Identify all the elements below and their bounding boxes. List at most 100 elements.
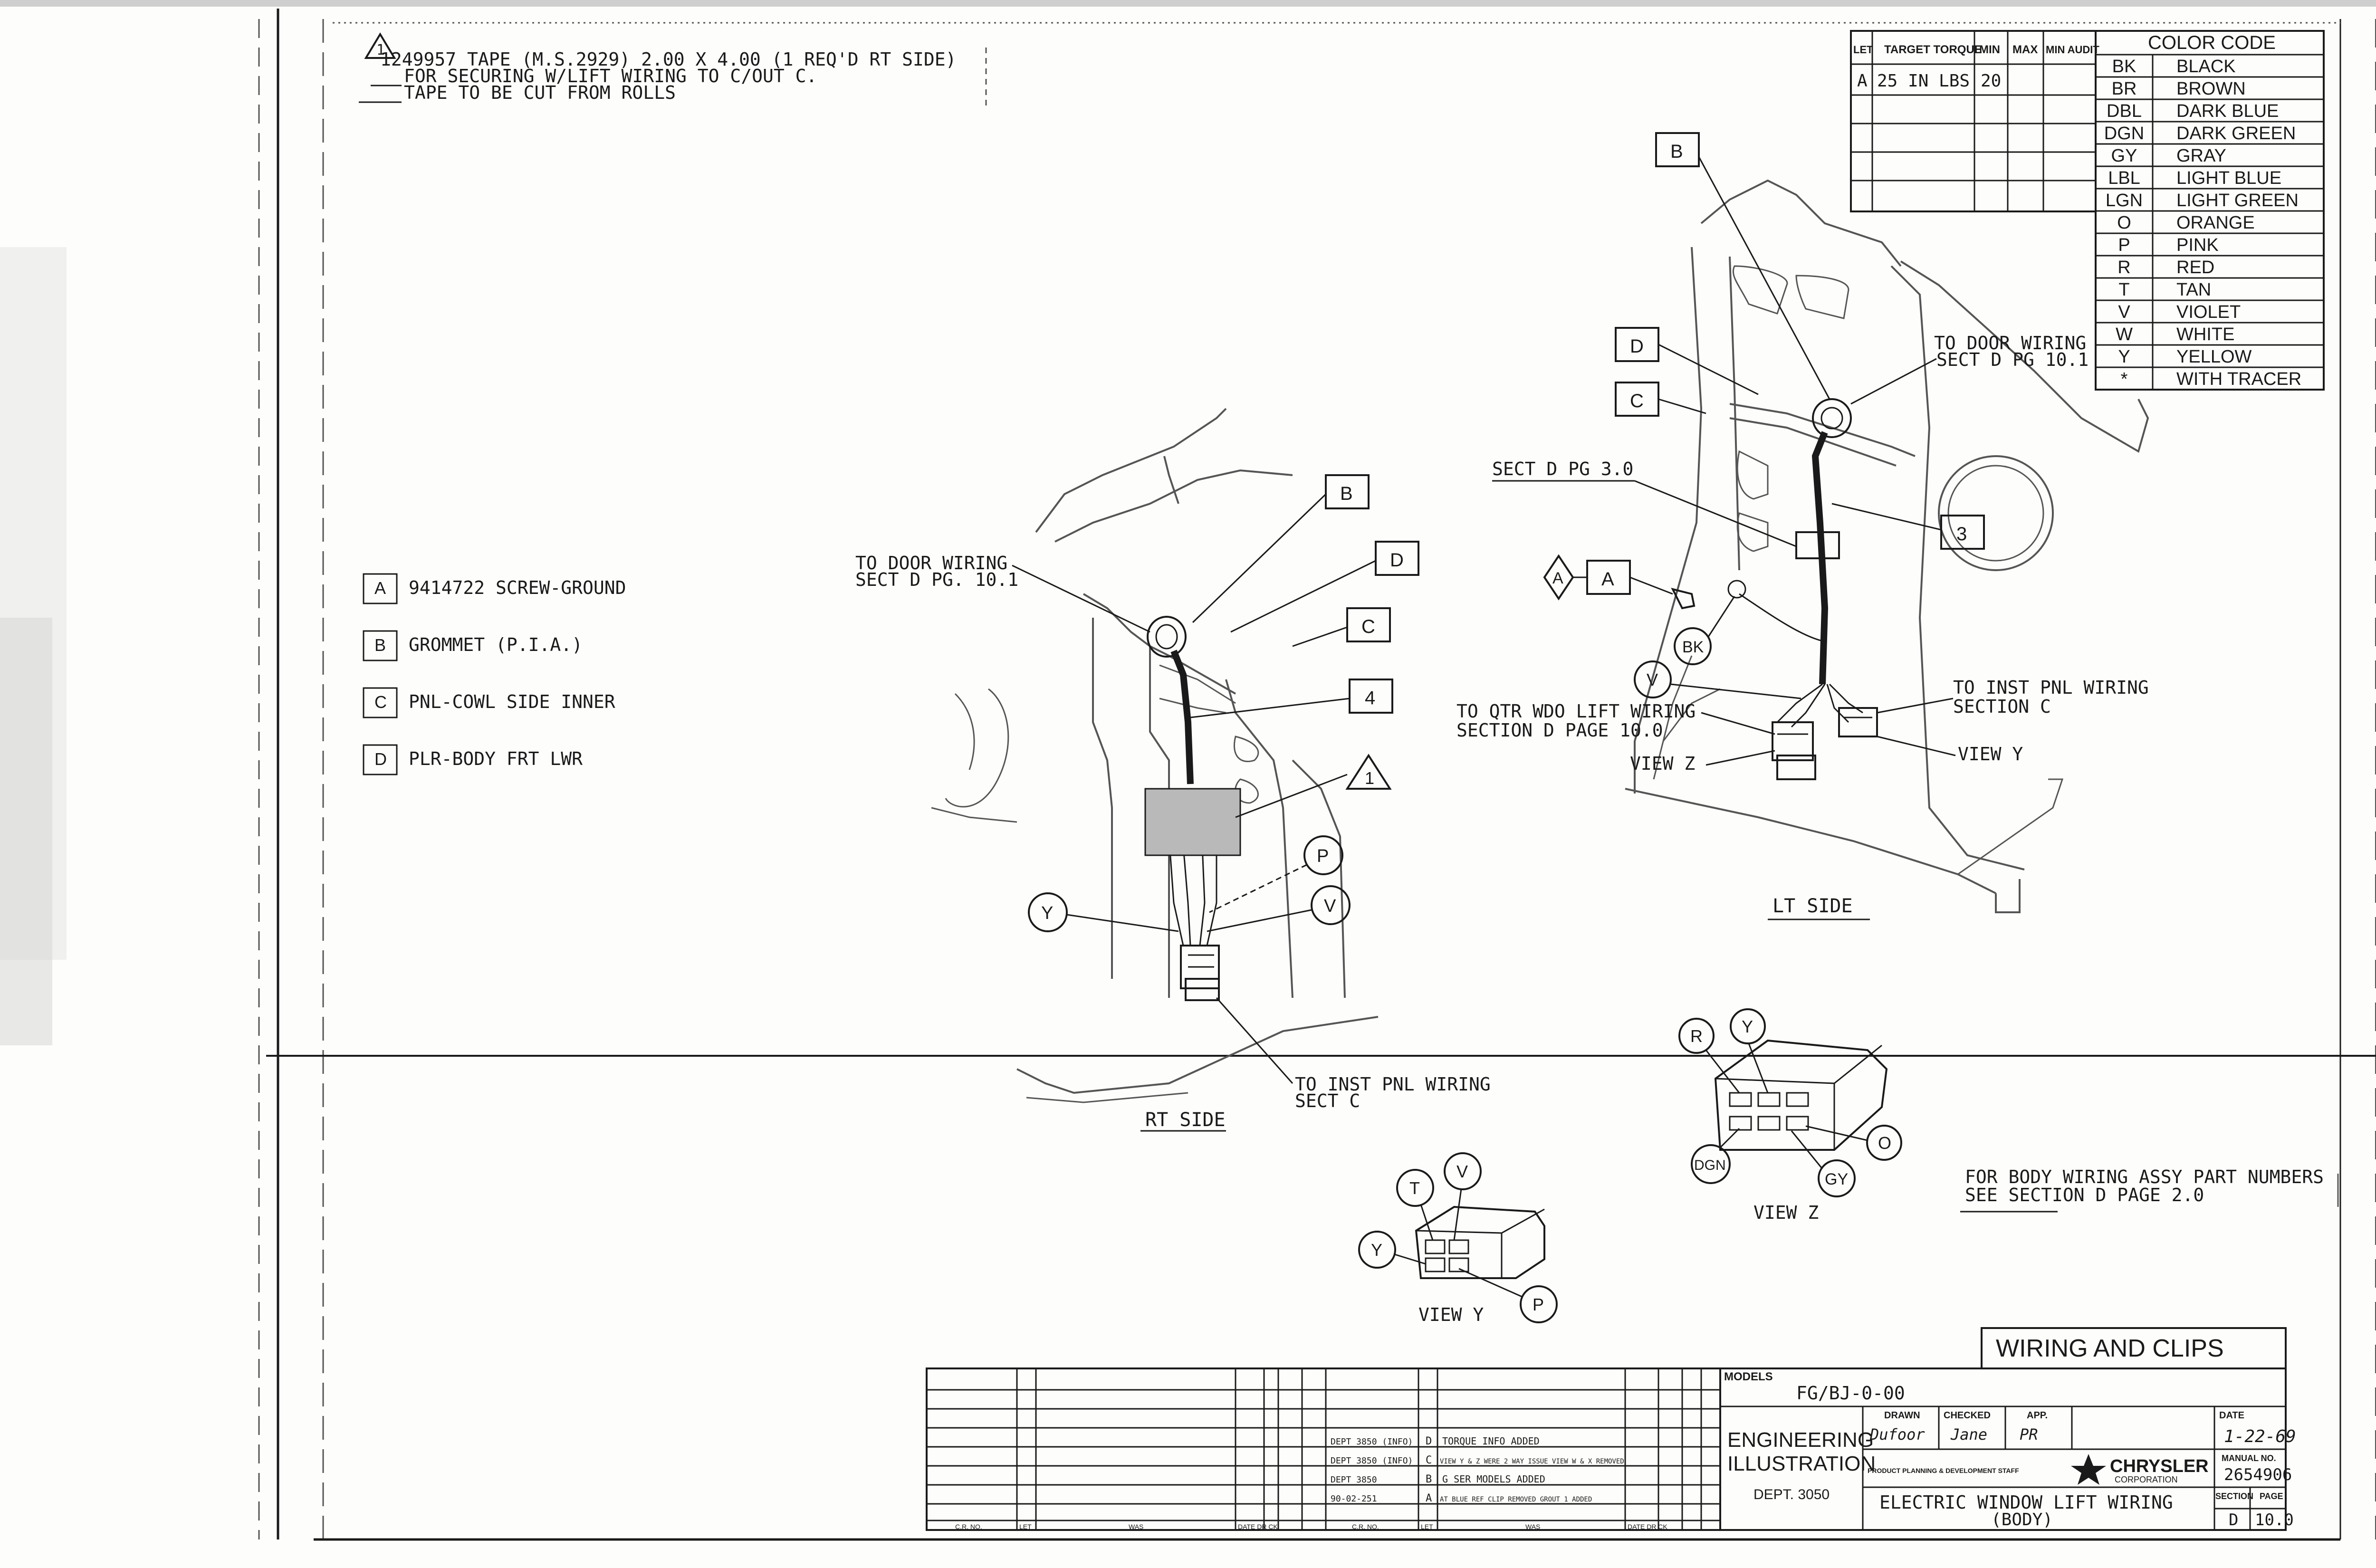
- lt-callout-3: 3: [1956, 524, 1967, 545]
- legend-letter-box: [363, 687, 398, 718]
- color-code-name: YELLOW: [2176, 347, 2252, 367]
- color-code-name: BLACK: [2176, 57, 2236, 76]
- revision-table: C.R. NO. LET WAS DATE DR CK C.R. NO. LET…: [927, 1368, 1720, 1530]
- lt-view-y: VIEW Y: [1958, 744, 2023, 765]
- date-label: DATE: [2219, 1410, 2244, 1421]
- color-code-name: WITH TRACER: [2176, 369, 2301, 389]
- staff-label: PRODUCT PLANNING & DEVELOPMENT STAFF: [1868, 1467, 2019, 1474]
- lt-to-qtr-2: SECTION D PAGE 10.0: [1456, 720, 1663, 741]
- lt-to-door-1: TO DOOR WIRING: [1934, 333, 2086, 354]
- manual-label: MANUAL NO.: [2222, 1453, 2276, 1463]
- legend-text: 9414722 SCREW-GROUND: [409, 577, 626, 598]
- doc-title-1: ELECTRIC WINDOW LIFT WIRING: [1879, 1492, 2173, 1513]
- rev-header-cr-2: C.R. NO.: [1352, 1523, 1379, 1530]
- color-code-abbr: Y: [2118, 347, 2130, 367]
- lt-to-inst-2: SECTION C: [1953, 696, 2051, 717]
- rev-row-a-was: AT BLUE REF CLIP REMOVED GROUT 1 ADDED: [1440, 1496, 1592, 1503]
- rev-header-date-1: DATE DR CK: [1238, 1523, 1278, 1530]
- color-code-abbr: O: [2117, 213, 2131, 233]
- color-code-name: LIGHT GREEN: [2176, 191, 2299, 210]
- rt-callout-v: V: [1324, 896, 1336, 916]
- color-code-abbr: DBL: [2107, 101, 2142, 121]
- viewy-callout-p: P: [1533, 1295, 1544, 1314]
- header-note-line1: 1249957 TAPE (M.S.2929) 2.00 X 4.00 (1 R…: [380, 49, 957, 70]
- rev-row-c-cr: DEPT 3850 (INFO): [1331, 1456, 1413, 1466]
- rev-header-let-2: LET: [1421, 1523, 1433, 1530]
- viewz-callout-gy: GY: [1825, 1170, 1848, 1188]
- color-code-name: PINK: [2176, 235, 2219, 255]
- lt-to-door-2: SECT D PG 10.1: [1936, 349, 2089, 370]
- lt-callout-c: C: [1630, 391, 1644, 411]
- color-code-abbr: GY: [2111, 146, 2137, 166]
- rt-callout-b: B: [1340, 483, 1353, 504]
- app-label: APP.: [2027, 1410, 2048, 1421]
- color-code-abbr: BK: [2112, 57, 2136, 76]
- color-code-abbr: *: [2121, 369, 2128, 389]
- rt-callout-d: D: [1390, 550, 1404, 571]
- color-code-abbr: LBL: [2108, 168, 2140, 188]
- lt-callout-b: B: [1670, 141, 1683, 162]
- torque-header-max: MAX: [2012, 43, 2038, 56]
- color-code-abbr: R: [2117, 258, 2130, 277]
- rev-header-let-1: LET: [1019, 1523, 1032, 1530]
- date-value: 1-22-69: [2224, 1427, 2296, 1446]
- rt-side-title: RT SIDE: [1145, 1109, 1226, 1131]
- rev-header-was-2: WAS: [1525, 1523, 1540, 1530]
- rev-row-d-cr: DEPT 3850 (INFO): [1331, 1437, 1413, 1447]
- rev-header-cr-1: C.R. NO.: [955, 1523, 982, 1530]
- dept-label: DEPT. 3050: [1753, 1487, 1830, 1502]
- section-value: D: [2229, 1511, 2238, 1530]
- body-note-line1: FOR BODY WIRING ASSY PART NUMBERS: [1965, 1166, 2324, 1187]
- viewz-callout-y: Y: [1742, 1017, 1753, 1036]
- view-y-detail: T V Y P VIEW Y: [1358, 1152, 1558, 1325]
- viewz-callout-o: O: [1878, 1133, 1891, 1153]
- torque-header-target: TARGET TORQUE: [1884, 43, 1982, 56]
- checked-value: Jane: [1950, 1425, 1987, 1444]
- eng-line1: ENGINEERING: [1727, 1428, 1874, 1452]
- viewz-title: VIEW Z: [1753, 1202, 1819, 1223]
- models-value: FG/BJ-0-00: [1796, 1383, 1905, 1404]
- color-code-name: ORANGE: [2176, 213, 2255, 233]
- rev-header-date-2: DATE DR CK: [1628, 1523, 1667, 1530]
- lt-to-inst-1: TO INST PNL WIRING: [1953, 677, 2149, 698]
- rt-to-inst-2: SECT C: [1295, 1090, 1360, 1111]
- manual-value: 2654906: [2224, 1465, 2292, 1484]
- checked-label: CHECKED: [1944, 1410, 1991, 1421]
- page-label: PAGE: [2260, 1492, 2283, 1501]
- body-note-line2: SEE SECTION D PAGE 2.0: [1965, 1185, 2204, 1205]
- viewy-callout-y: Y: [1371, 1240, 1382, 1260]
- eng-line2: ILLUSTRATION: [1727, 1452, 1876, 1475]
- lt-callout-v: V: [1647, 670, 1658, 689]
- rev-header-was-1: WAS: [1129, 1523, 1143, 1530]
- color-code-abbr: BR: [2112, 79, 2137, 99]
- color-code-name: TAN: [2176, 280, 2211, 300]
- rt-side-view: B D C 4 1 P V Y TO DOOR WIRING SECT D PG…: [855, 408, 1491, 1132]
- doc-title-2: (BODY): [1991, 1510, 2053, 1530]
- rev-row-b-was: G SER MODELS ADDED: [1442, 1473, 1545, 1485]
- rt-callout-p: P: [1317, 846, 1329, 866]
- rt-to-door-2: SECT D PG. 10.1: [855, 569, 1018, 590]
- view-z-detail: R Y O GY DGN VIEW Z: [1678, 1008, 1902, 1223]
- torque-header-audit: MIN AUDIT: [2046, 44, 2099, 56]
- header-note: 1 1249957 TAPE (M.S.2929) 2.00 X 4.00 (1…: [359, 32, 987, 109]
- lt-to-qtr-1: TO QTR WDO LIFT WIRING: [1456, 701, 1696, 722]
- legend-letter: A: [374, 578, 386, 598]
- torque-header-min: MIN: [1979, 43, 2000, 56]
- brand-line2: CORPORATION: [2115, 1475, 2178, 1484]
- legend-letter: D: [374, 749, 387, 769]
- title-block-title: WIRING AND CLIPS: [1996, 1335, 2224, 1362]
- rev-row-d-was: TORQUE INFO ADDED: [1442, 1435, 1540, 1447]
- rt-callout-tri: 1: [1365, 768, 1374, 788]
- legend-text: PLR-BODY FRT LWR: [409, 748, 583, 769]
- torque-row-let: A: [1857, 71, 1868, 91]
- viewy-callout-t: T: [1409, 1178, 1420, 1198]
- lt-callout-a: A: [1601, 569, 1614, 590]
- rt-callout-4: 4: [1365, 688, 1375, 708]
- lt-side-title: LT SIDE: [1772, 895, 1853, 917]
- color-code-name: BROWN: [2176, 79, 2246, 99]
- color-code-abbr: LGN: [2106, 191, 2143, 210]
- color-code-name: VIOLET: [2176, 302, 2241, 322]
